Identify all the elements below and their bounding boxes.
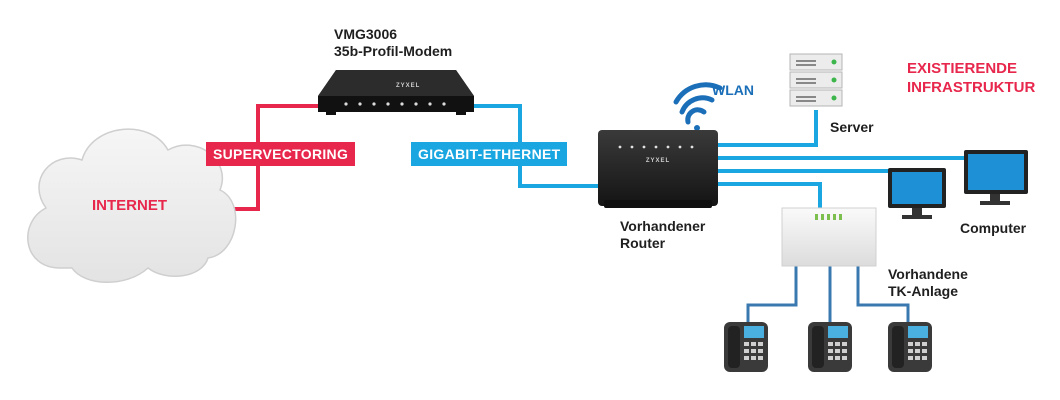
wifi-icon xyxy=(673,82,723,131)
server-label: Server xyxy=(830,119,874,135)
infra-title-line1: EXISTIERENDE xyxy=(907,60,1018,77)
computer-label: Computer xyxy=(960,220,1027,236)
modem-model-label: VMG3006 xyxy=(334,26,398,42)
computer-icon xyxy=(964,150,1028,205)
computer-icon xyxy=(888,168,946,219)
infra-title-line2: INFRASTRUKTUR xyxy=(907,79,1036,96)
router-icon: ZYXEL xyxy=(598,130,718,208)
wlan-label: WLAN xyxy=(712,82,754,98)
supervectoring-badge: SUPERVECTORING xyxy=(206,142,356,166)
gigabit-badge: GIGABIT-ETHERNET xyxy=(411,142,568,166)
tk-link xyxy=(716,182,822,212)
phone-icon xyxy=(808,322,852,372)
modem-brand: ZYXEL xyxy=(396,83,420,89)
phone-lines xyxy=(746,262,910,328)
cloud-icon xyxy=(27,128,237,283)
phone-icon xyxy=(888,322,932,372)
tk-label-line1: Vorhandene xyxy=(888,266,968,282)
modem-desc-label: 35b-Profil-Modem xyxy=(334,43,453,59)
router-label-line1: Vorhandener xyxy=(620,218,706,234)
tk-label-line2: TK-Anlage xyxy=(888,283,958,299)
server-icon xyxy=(789,53,843,107)
phone-icon xyxy=(724,322,768,372)
internet-label: INTERNET xyxy=(92,197,167,214)
modem-icon: ZYXEL xyxy=(318,70,474,115)
tk-box-icon xyxy=(781,207,877,267)
router-brand: ZYXEL xyxy=(646,158,670,164)
server-link xyxy=(716,110,818,147)
router-label-line2: Router xyxy=(620,235,666,251)
